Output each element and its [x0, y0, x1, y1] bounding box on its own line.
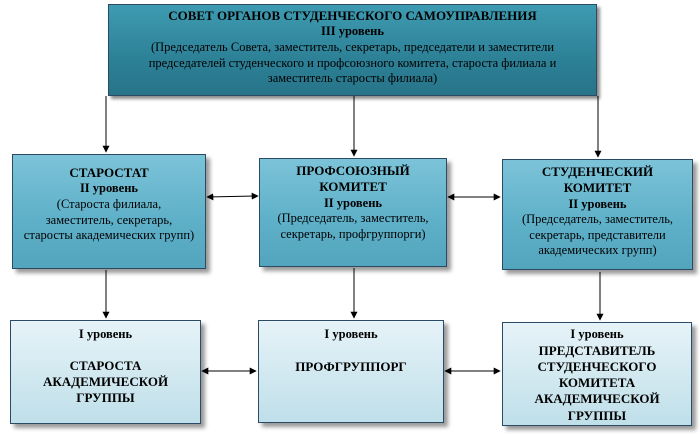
committee-rep-title-line5: ГРУППЫ — [567, 407, 627, 423]
student-committee-box: СТУДЕНЧЕСКИЙ КОМИТЕТ II уровень (Председ… — [502, 159, 693, 270]
group-head-title-line2: АКАДЕМИЧЕСКОЙ — [42, 373, 169, 389]
group-head-title-line3: ГРУППЫ — [76, 390, 135, 406]
arrow-starostat-union — [206, 192, 259, 201]
union-title-line1: ПРОФСОЮЗНЫЙ — [296, 163, 410, 178]
council-members-line3: заместитель старосты филиала) — [267, 71, 438, 86]
union-members-line2: секретарь, профгруппорги) — [280, 226, 426, 241]
student-committee-members-line1: (Председатель, заместитель, — [521, 212, 674, 227]
student-committee-title-line2: КОМИТЕТ — [563, 180, 632, 196]
council-box: СОВЕТ ОРГАНОВ СТУДЕНЧЕСКОГО САМОУПРАВЛЕН… — [108, 4, 597, 96]
committee-rep-title-line3: КОМИТЕТА — [558, 375, 636, 391]
committee-rep-title-line1: ПРЕДСТАВИТЕЛЬ — [538, 342, 656, 358]
council-title: СОВЕТ ОРГАНОВ СТУДЕНЧЕСКОГО САМОУПРАВЛЕН… — [168, 8, 537, 23]
starostat-level: II уровень — [79, 181, 139, 196]
union-members-line1: (Председатель, заместитель, — [277, 211, 429, 226]
council-members-line1: (Председатель Совета, заместитель, секре… — [150, 39, 555, 54]
group-head-box: I уровень СТАРОСТА АКАДЕМИЧЕСКОЙ ГРУППЫ — [10, 320, 201, 424]
group-organizer-level: I уровень — [324, 327, 378, 341]
group-head-title-line1: СТАРОСТА — [69, 357, 142, 373]
student-committee-members-line3: академических групп) — [538, 243, 657, 258]
student-committee-level: II уровень — [568, 196, 627, 211]
student-committee-title-line1: СТУДЕНЧЕСКИЙ — [541, 164, 654, 179]
committee-rep-level: I уровень — [570, 327, 624, 341]
group-head-level: I уровень — [78, 327, 133, 341]
committee-rep-title-line4: АКАДЕМИЧЕСКОЙ — [534, 391, 660, 407]
starostat-members-line1: (Староста филиала, — [56, 196, 162, 211]
starostat-box: СТАРОСТАТ II уровень (Староста филиала, … — [12, 154, 206, 269]
committee-rep-box: I уровень ПРЕДСТАВИТЕЛЬ СТУДЕНЧЕСКОГО КО… — [502, 322, 692, 426]
group-organizer-box: I уровень ПРОФГРУППОРГ — [258, 320, 444, 423]
starostat-members-line2: заместитель, секретарь, — [45, 212, 173, 227]
union-level: II уровень — [323, 195, 383, 210]
council-level: III уровень — [321, 24, 384, 39]
union-title-line2: КОМИТЕТ — [319, 179, 387, 195]
starostat-title: СТАРОСТАТ — [69, 165, 149, 180]
union-box: ПРОФСОЮЗНЫЙ КОМИТЕТ II уровень (Председа… — [259, 158, 447, 267]
starostat-members-line3: старосты академических групп) — [23, 228, 195, 243]
student-committee-members-line2: секретарь, представители — [529, 227, 666, 242]
committee-rep-title-line2: СТУДЕНЧЕСКОГО — [537, 358, 657, 374]
group-organizer-title: ПРОФГРУППОРГ — [295, 358, 407, 374]
council-members-line2: председателей студенческого и профсоюзно… — [148, 55, 557, 70]
